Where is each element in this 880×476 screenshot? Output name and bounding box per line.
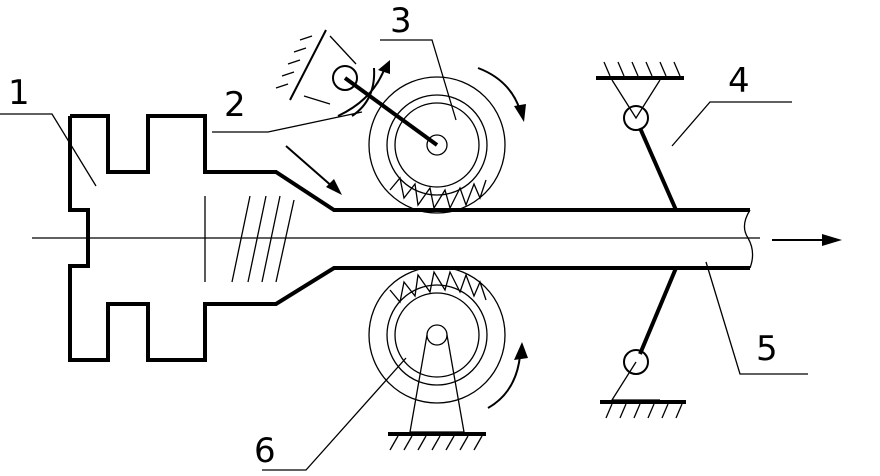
callout-6: 6 <box>254 431 276 471</box>
leader-lines <box>0 39 808 471</box>
feed-arrow <box>285 145 342 195</box>
lower-guide-support <box>600 267 686 419</box>
callout-3: 3 <box>390 1 412 41</box>
workpiece-outline <box>70 114 750 212</box>
callout-2: 2 <box>224 85 246 125</box>
callout-1: 1 <box>8 73 30 113</box>
upper-roller <box>368 67 526 214</box>
callout-4: 4 <box>728 61 750 101</box>
callout-5: 5 <box>756 329 778 369</box>
output-arrow <box>772 234 842 246</box>
workpiece-outline-lower <box>68 116 750 362</box>
workpiece <box>68 114 754 362</box>
lower-roller <box>368 266 528 451</box>
upper-roller-arm <box>275 29 439 147</box>
upper-guide-support <box>596 61 684 211</box>
